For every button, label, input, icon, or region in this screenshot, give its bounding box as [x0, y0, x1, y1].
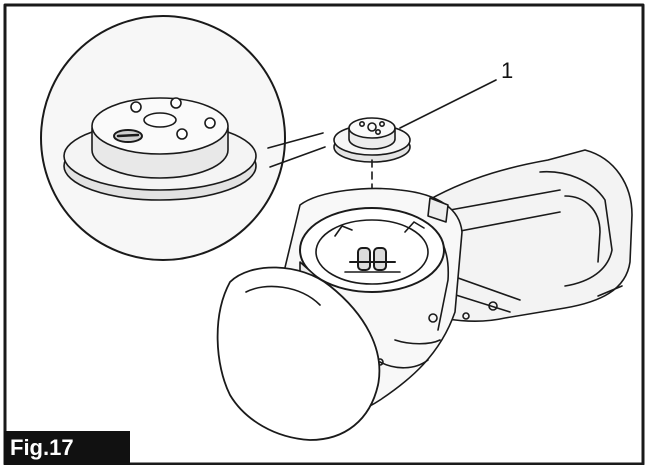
callout-leader-line: [399, 79, 497, 129]
removed-cap-part: [333, 117, 411, 163]
tool-body: [216, 149, 633, 441]
figure-frame: [3, 3, 645, 465]
callout-number-1: 1: [501, 58, 514, 83]
magnified-inset: [40, 15, 326, 261]
figure-label: Fig.17: [4, 431, 130, 465]
